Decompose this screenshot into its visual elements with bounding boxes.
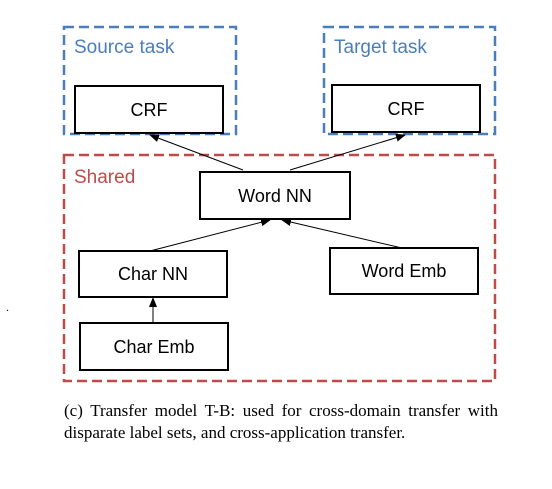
node-word-nn: Word NN	[199, 171, 351, 220]
edge-wordnn-to-target-crf	[289, 133, 406, 171]
node-char-emb: Char Emb	[79, 322, 229, 371]
shared-region	[62, 153, 497, 383]
stray-mark: .	[6, 300, 9, 314]
shared-label: Shared	[74, 167, 135, 188]
node-source-crf: CRF	[74, 85, 224, 134]
node-word-emb-label: Word Emb	[362, 261, 447, 281]
node-word-nn-label: Word NN	[238, 186, 312, 206]
edge-wordnn-to-source-crf	[149, 134, 244, 171]
edge-charnn-to-wordnn	[149, 218, 271, 252]
figure-caption: (c) Transfer model T-B: used for cross-d…	[64, 401, 498, 442]
node-char-nn: Char NN	[78, 250, 228, 298]
node-char-nn-label: Char NN	[118, 264, 188, 284]
node-word-emb: Word Emb	[329, 247, 479, 295]
node-char-emb-label: Char Emb	[113, 337, 194, 357]
node-source-crf-label: CRF	[131, 100, 168, 120]
target-task-label: Target task	[334, 37, 427, 58]
node-target-crf: CRF	[331, 84, 481, 133]
target-task-region	[322, 25, 497, 136]
source-task-label: Source task	[74, 37, 175, 58]
edge-wordemb-to-wordnn	[281, 218, 403, 249]
node-target-crf-label: CRF	[388, 99, 425, 119]
